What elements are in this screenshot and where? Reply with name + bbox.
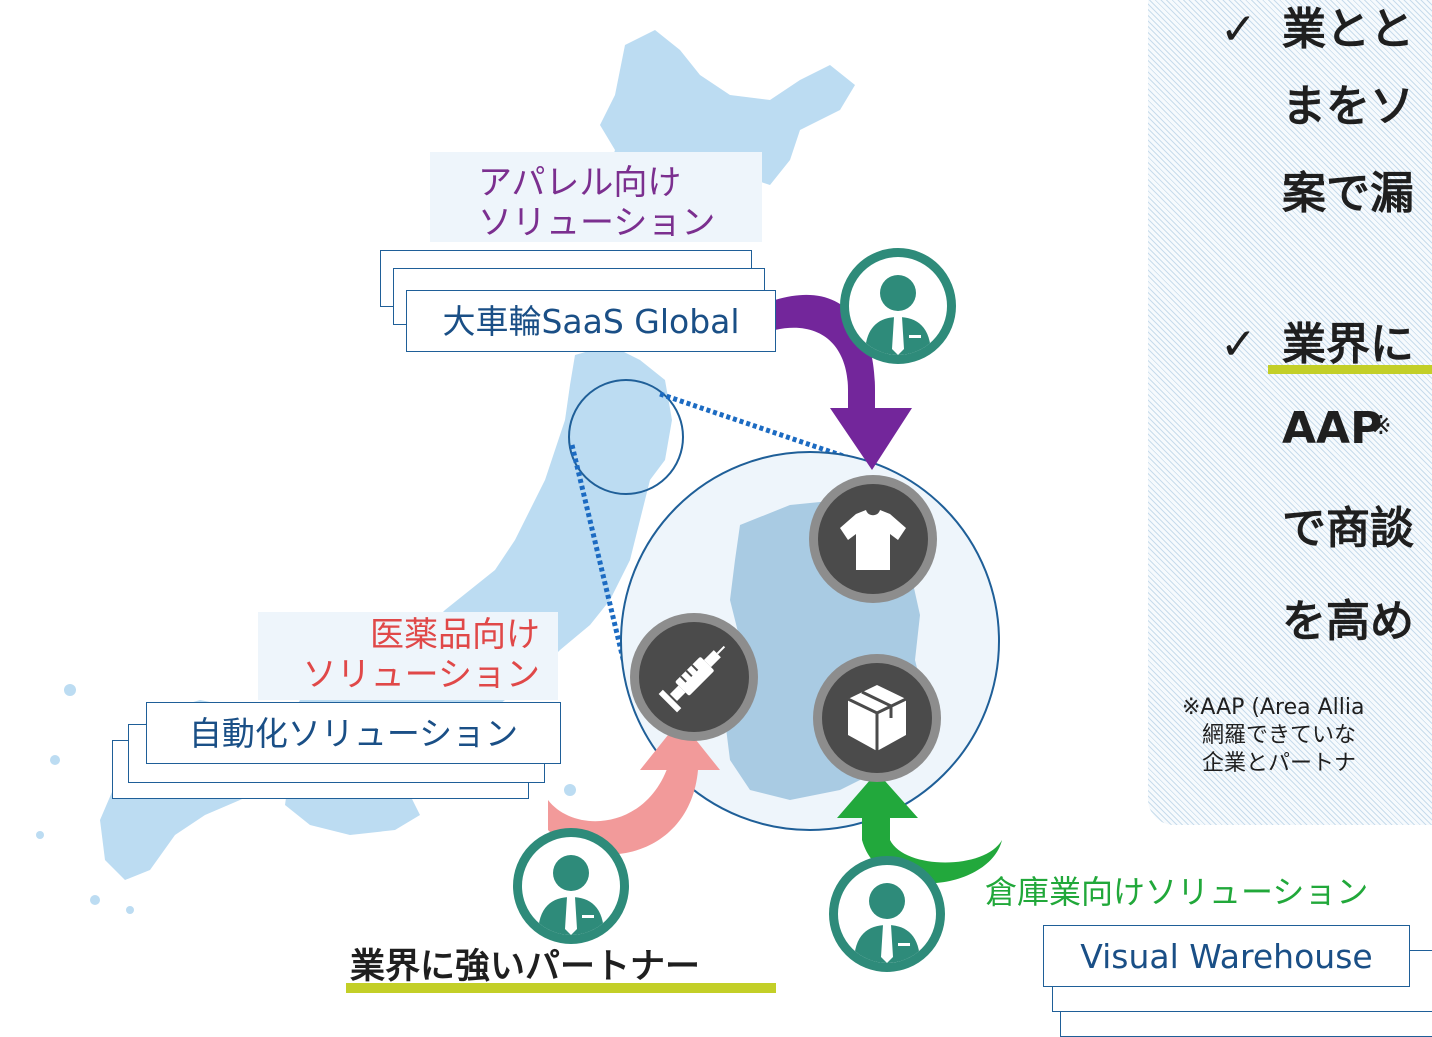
apparel-label-line1: アパレル向け — [478, 163, 682, 203]
pharma-solution-label: 医薬品向け ソリューション — [278, 615, 540, 695]
pharma-label-bg — [258, 612, 558, 700]
tshirt-icon — [818, 484, 928, 594]
businessman-icon — [538, 855, 604, 935]
businessman-icon — [865, 275, 931, 355]
panel-line-7: を高め — [1282, 596, 1414, 647]
partner-title: 業界に強いパートナー — [350, 947, 701, 987]
warehouse-product-box: Visual Warehouse — [1043, 925, 1410, 987]
panel-line-4: 業界に — [1282, 319, 1414, 370]
note-line-3: 企業とパートナ — [1202, 751, 1357, 776]
partner-title-underline — [346, 983, 776, 993]
panel-underline — [1268, 365, 1432, 374]
warehouse-solution-label: 倉庫業向けソリューション — [985, 873, 1369, 911]
syringe-icon — [639, 622, 749, 732]
apparel-product-box: 大車輪SaaS Global — [406, 290, 776, 352]
panel-line-3: 案で漏 — [1282, 168, 1414, 219]
note-line-1: ※AAP (Area Allia — [1182, 695, 1365, 720]
pharma-label-line1: 医薬品向け — [370, 615, 540, 655]
warehouse-partner-avatar — [829, 856, 945, 972]
info-panel: ✓ 業とと まをソ 案で漏 ✓ 業界に AAP ※ で商談 を高め ※AAP (… — [1148, 0, 1432, 825]
apparel-solution-label: アパレル向け ソリューション — [478, 163, 715, 243]
businessman-icon — [854, 883, 920, 963]
pharma-partner-avatar — [513, 828, 629, 944]
note-line-2: 網羅できていな — [1202, 723, 1357, 748]
panel-line-2: まをソ — [1282, 81, 1414, 132]
box-icon — [822, 663, 932, 773]
apparel-label-line2: ソリューション — [478, 203, 716, 244]
panel-line-5: AAP — [1282, 403, 1383, 454]
pharma-label-line2: ソリューション — [302, 655, 540, 696]
check-mark-1: ✓ — [1220, 4, 1257, 55]
panel-line-1: 業とと — [1282, 4, 1414, 55]
panel-line-6: で商談 — [1282, 503, 1414, 554]
check-mark-2: ✓ — [1220, 319, 1257, 370]
pharma-product-box: 自動化ソリューション — [146, 702, 561, 764]
aap-mark: ※ — [1370, 411, 1392, 441]
arrows — [548, 294, 1002, 884]
apparel-label-bg — [430, 152, 762, 242]
apparel-partner-avatar — [840, 248, 956, 364]
